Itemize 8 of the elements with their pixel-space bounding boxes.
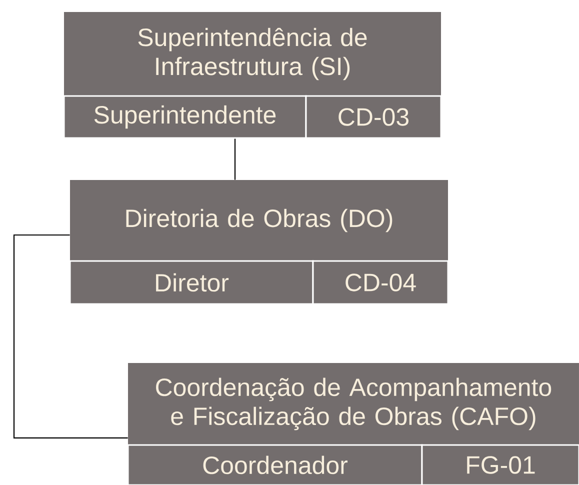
table-cell: CD-04 [312, 260, 449, 305]
connector-line [234, 138, 236, 180]
table-cell: Coordenador [127, 444, 423, 485]
table-cell: Diretor [69, 260, 314, 305]
connector-line [13, 234, 128, 439]
table-cell: Superintendente [63, 95, 307, 139]
table-cell: FG-01 [421, 444, 579, 485]
table-cell: CD-03 [305, 95, 442, 139]
